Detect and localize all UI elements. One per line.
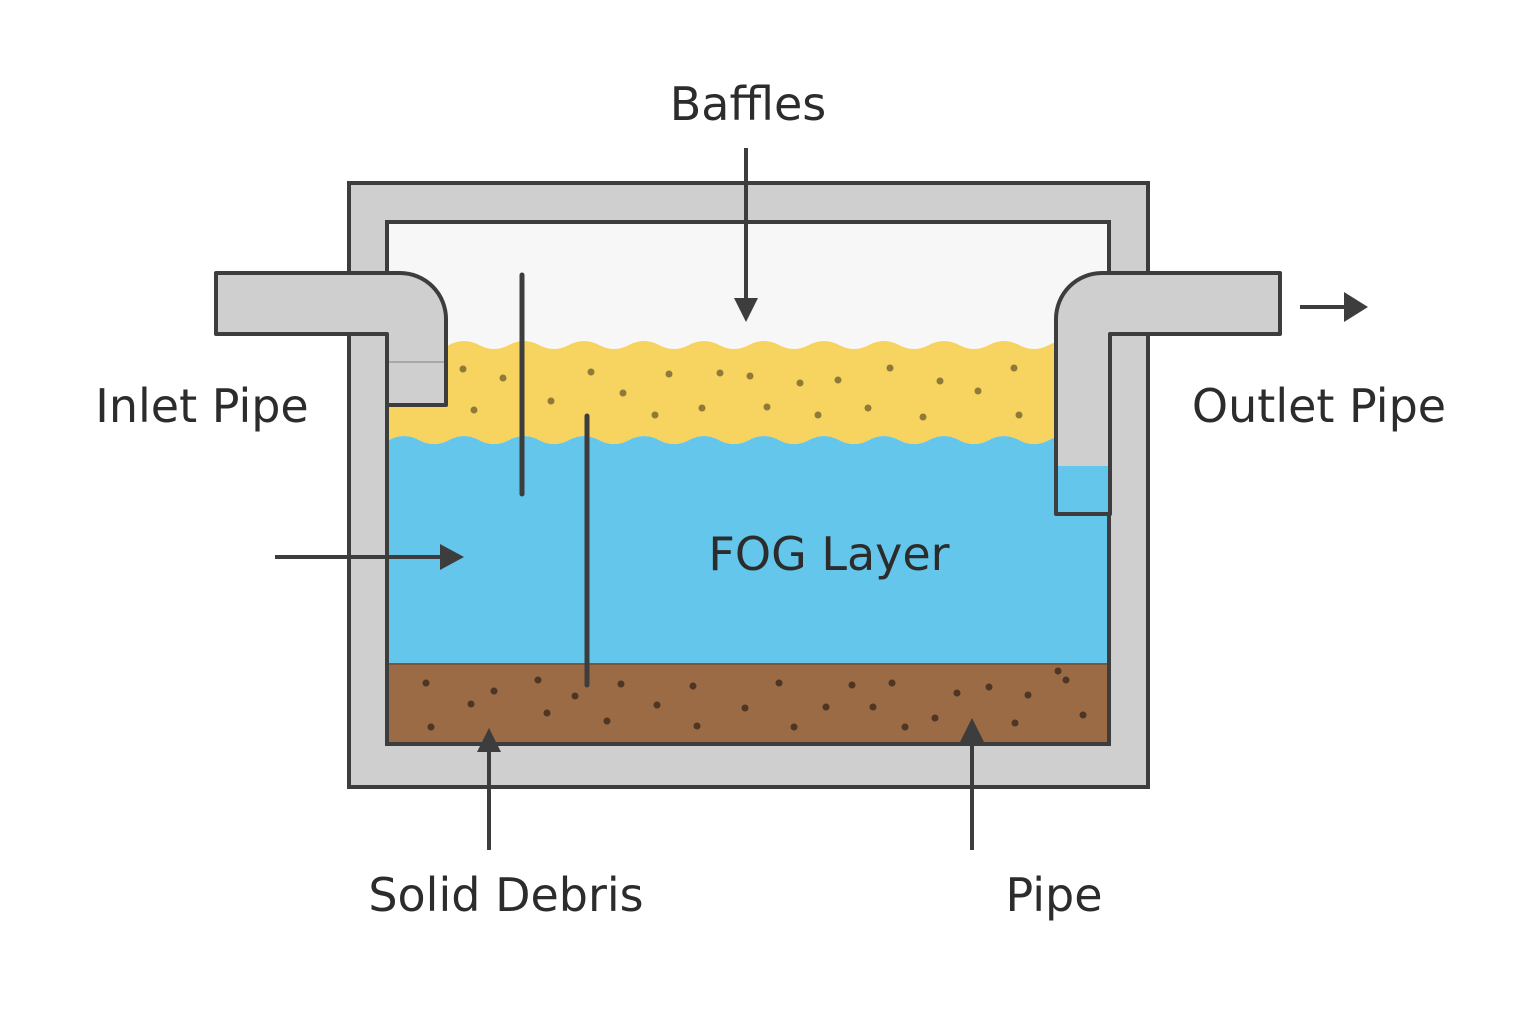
sediment-layer: [389, 664, 1107, 742]
inlet-pipe: [214, 271, 448, 407]
baffles-label: Baffles: [670, 77, 827, 131]
water-layer: [389, 436, 1107, 664]
inlet-flow-arrow: [275, 544, 464, 570]
outlet-pipe-label: Outlet Pipe: [1192, 379, 1446, 433]
solid-debris-label: Solid Debris: [368, 868, 643, 922]
inlet-pipe-label: Inlet Pipe: [95, 379, 308, 433]
pipe-label: Pipe: [1005, 868, 1102, 922]
fog-layer-label: FOG Layer: [708, 527, 949, 581]
outlet-pipe: [1054, 271, 1282, 516]
pipe-arrow: [960, 718, 984, 850]
solid-debris-arrow: [477, 728, 501, 850]
baffles-arrow: [734, 148, 758, 322]
outlet-pipe-water: [1058, 466, 1108, 512]
fog-particles: [459, 364, 1023, 421]
sediment-particles: [422, 667, 1087, 731]
outlet-flow-arrow: [1300, 292, 1368, 322]
fog-layer-band: [389, 341, 1107, 444]
